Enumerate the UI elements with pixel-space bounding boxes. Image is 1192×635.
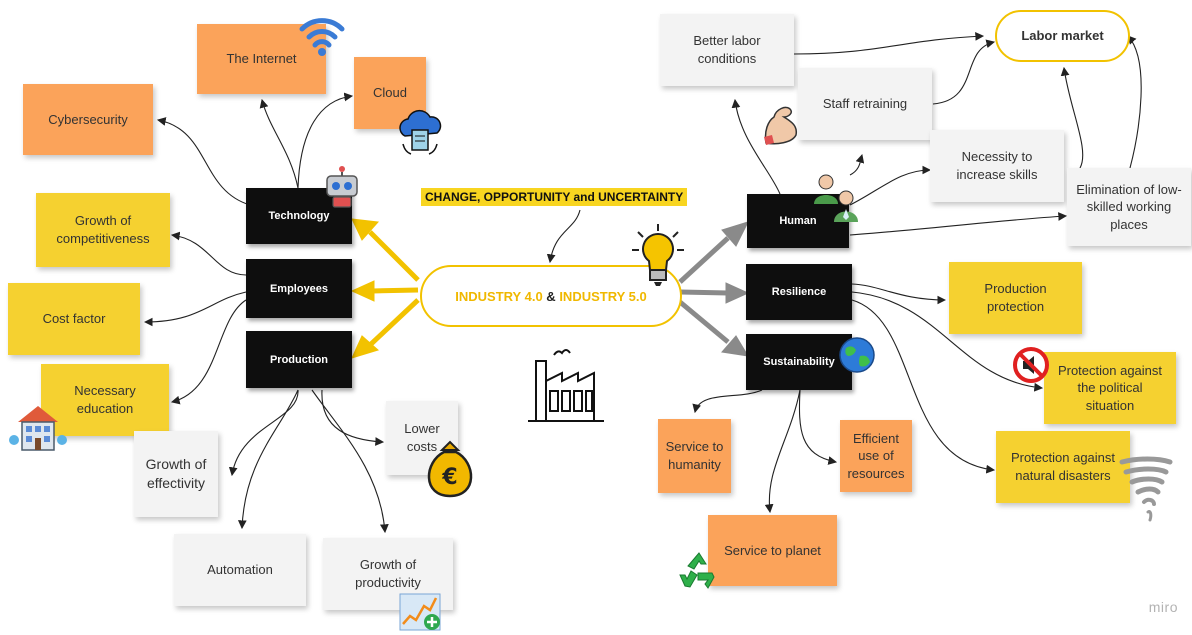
- house-icon: [9, 406, 67, 451]
- note-service-planet[interactable]: Service to planet: [708, 515, 837, 586]
- recycle-icon: [679, 552, 715, 589]
- people-icon: [814, 174, 858, 222]
- lightbulb-icon: [632, 224, 684, 286]
- note-internet[interactable]: The Internet: [197, 24, 326, 94]
- note-growth-competitiveness[interactable]: Growth of competitiveness: [36, 193, 170, 267]
- note-necessity-skills[interactable]: Necessity to increase skills: [930, 130, 1064, 202]
- no-sound-icon: [1013, 347, 1049, 383]
- note-labor-market[interactable]: Labor market: [995, 10, 1130, 62]
- robot-icon: [326, 166, 358, 208]
- tornado-icon: [1119, 456, 1173, 522]
- growth-chart-icon: [399, 593, 441, 631]
- center-topic-part1: INDUSTRY 4.0: [455, 288, 543, 304]
- note-efficient-resources[interactable]: Efficient use of resources: [840, 420, 912, 492]
- banner-label: CHANGE, OPPORTUNITY and UNCERTAINTY: [421, 188, 688, 206]
- note-better-labor[interactable]: Better labor conditions: [660, 14, 794, 86]
- note-cybersecurity[interactable]: Cybersecurity: [23, 84, 153, 155]
- svg-text:€: €: [441, 465, 457, 490]
- note-service-humanity[interactable]: Service to humanity: [658, 419, 731, 493]
- muscle-arm-icon: [764, 106, 798, 145]
- globe-icon: [839, 337, 875, 373]
- note-automation[interactable]: Automation: [174, 534, 306, 606]
- wifi-icon: [299, 18, 345, 56]
- center-topic-part3: INDUSTRY 5.0: [559, 288, 647, 304]
- branch-employees[interactable]: Employees: [246, 259, 352, 318]
- branch-sustainability[interactable]: Sustainability: [746, 334, 852, 390]
- factory-icon: [528, 349, 604, 422]
- branch-production[interactable]: Production: [246, 331, 352, 388]
- note-protection-political[interactable]: Protection against the political situati…: [1044, 352, 1176, 424]
- center-topic[interactable]: INDUSTRY 4.0 & INDUSTRY 5.0: [420, 265, 682, 327]
- note-elimination[interactable]: Elimination of low- skilled working plac…: [1067, 168, 1191, 246]
- note-production-protection[interactable]: Production protection: [949, 262, 1082, 334]
- note-staff-retraining[interactable]: Staff retraining: [798, 68, 932, 140]
- center-topic-part2: &: [542, 288, 560, 304]
- cloud-server-icon: [399, 109, 442, 155]
- note-necessary-education[interactable]: Necessary education: [41, 364, 169, 436]
- branch-resilience[interactable]: Resilience: [746, 264, 852, 320]
- miro-brand-logo: miro: [1148, 599, 1178, 615]
- note-cost-factor[interactable]: Cost factor: [8, 283, 140, 355]
- note-growth-effectivity[interactable]: Growth of effectivity: [134, 431, 218, 517]
- note-protection-natural[interactable]: Protection against natural disasters: [996, 431, 1130, 503]
- money-bag-icon: €: [427, 440, 473, 498]
